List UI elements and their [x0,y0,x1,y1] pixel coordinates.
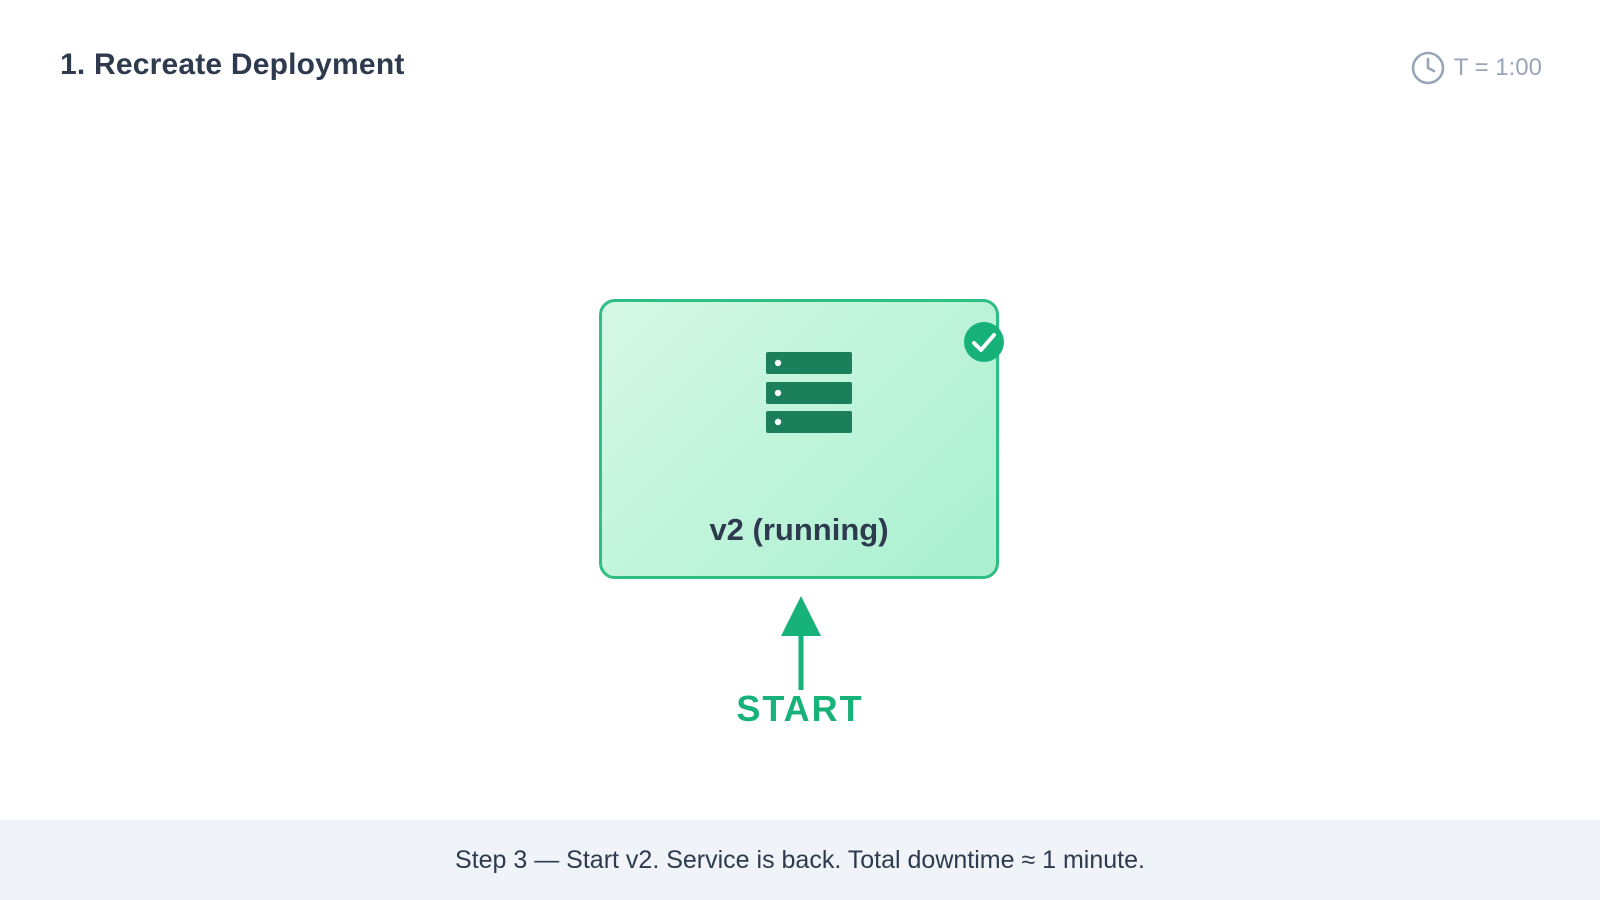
timer: T = 1:00 [1410,50,1542,86]
clock-icon [1411,51,1445,85]
check-circle-icon [964,322,1004,362]
start-label: START [736,688,864,729]
caption-bar: Step 3 — Start v2. Service is back. Tota… [0,820,1600,900]
arrow-up-icon [781,596,821,690]
timer-text: T = 1:00 [1453,54,1542,81]
page-title: 1. Recreate Deployment [60,48,405,81]
node-label: v2 (running) [709,512,889,547]
deployment-node-v2: v2 (running) [599,299,1004,579]
step-caption: Step 3 — Start v2. Service is back. Tota… [455,845,1145,874]
server-icon [766,352,852,433]
